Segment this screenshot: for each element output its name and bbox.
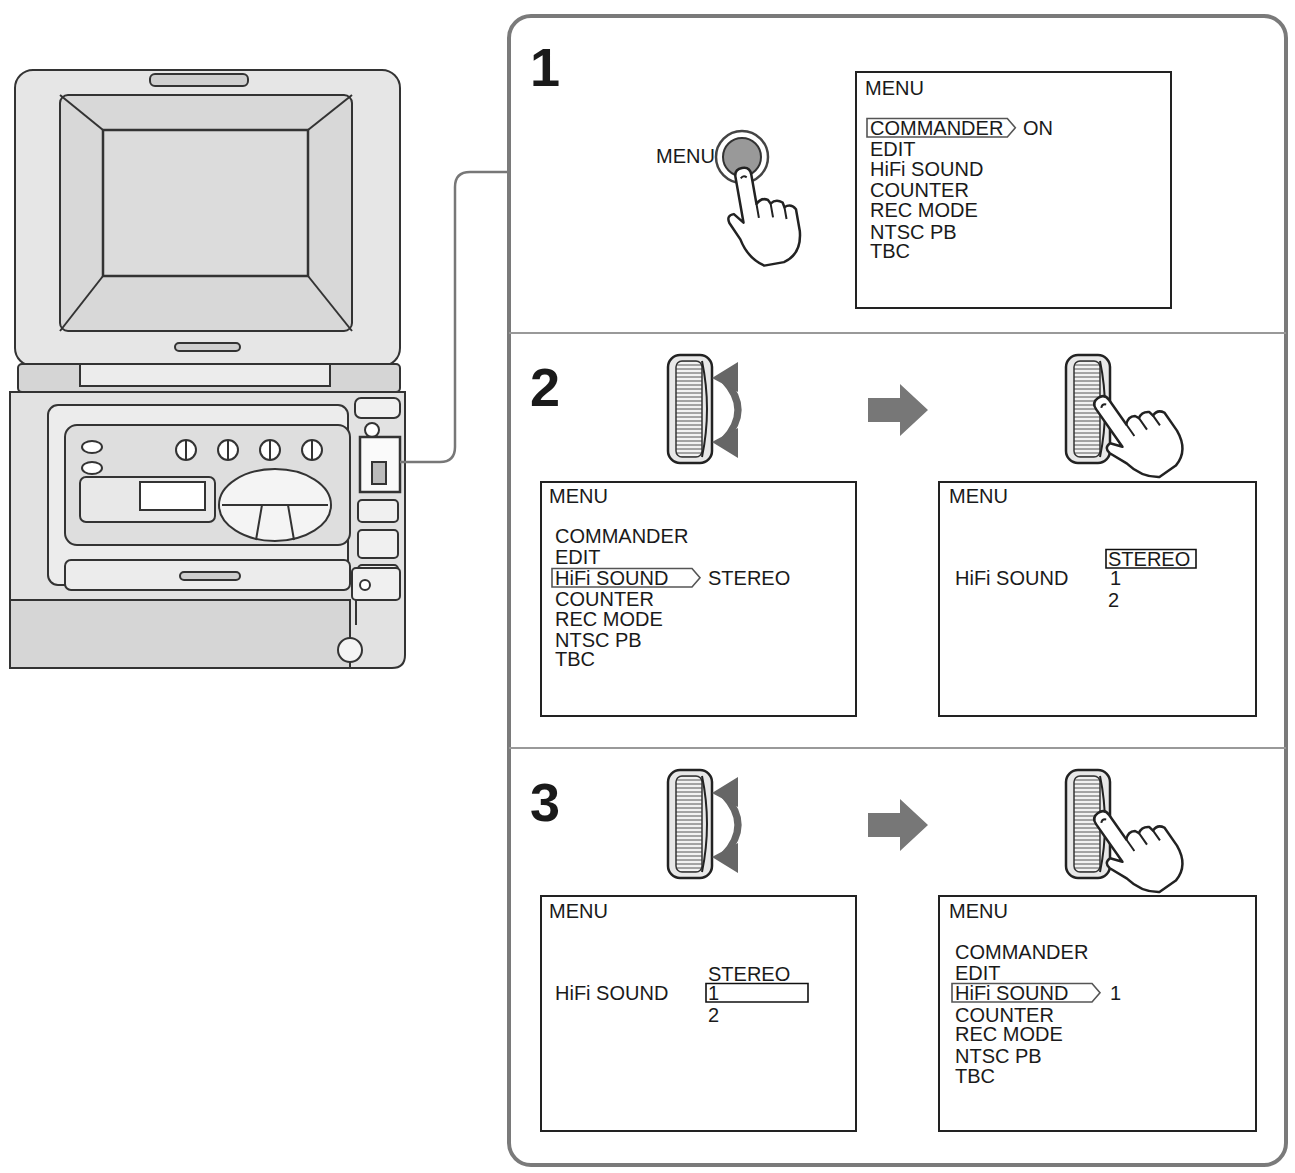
step-divider [509, 332, 1286, 334]
menu-item: HiFi SOUND [955, 983, 1068, 1003]
menu-item: EDIT [555, 547, 601, 567]
menu-item: MENU [549, 901, 608, 921]
menu-item: NTSC PB [870, 222, 957, 242]
menu-item: 2 [708, 1005, 719, 1025]
menu-item: HiFi SOUND [955, 568, 1068, 588]
menu-item: COUNTER [870, 180, 969, 200]
menu-item: COMMANDER [955, 942, 1088, 962]
cursor-box [706, 984, 808, 1003]
menu-item: 1 [708, 983, 719, 1003]
step-divider [509, 747, 1286, 749]
menu-screen: MENU HiFi SOUND STEREO12 [540, 895, 857, 1132]
step-band: 1MENU COMMANDER ON EDITHiFi SOUNDCOUNTERREC… [507, 14, 1288, 333]
menu-item: MENU [949, 901, 1008, 921]
menu-button [716, 131, 805, 270]
menu-item: 1 [1110, 983, 1121, 1003]
cursor-highlight [940, 483, 1259, 719]
menu-item: REC MODE [955, 1024, 1063, 1044]
cursor-box [1106, 550, 1196, 569]
menu-item: MENU [949, 486, 1008, 506]
menu-item: MENU [865, 78, 924, 98]
menu-item: NTSC PB [955, 1046, 1042, 1066]
menu-item: TBC [955, 1066, 995, 1086]
video-deck [10, 70, 405, 668]
menu-item: HiFi SOUND [555, 983, 668, 1003]
menu-item: 1 [1110, 568, 1121, 588]
menu-item: EDIT [870, 139, 916, 159]
menu-item: COUNTER [555, 589, 654, 609]
menu-item: REC MODE [555, 609, 663, 629]
menu-screen: MENU COMMANDER ON EDITHiFi SOUNDCOUNTERREC … [855, 71, 1172, 309]
menu-item: COMMANDER [870, 118, 1003, 138]
menu-item: REC MODE [870, 200, 978, 220]
step-number: 3 [530, 775, 560, 829]
menu-screen: MENU COMMANDEREDITHiFi SOUND 1COUNTERREC M… [938, 895, 1257, 1132]
menu-item: STEREO [708, 568, 790, 588]
cursor-arrow [952, 984, 1100, 1003]
menu-item: HiFi SOUND [870, 159, 983, 179]
menu-item: NTSC PB [555, 630, 642, 650]
cursor-arrow [552, 569, 700, 588]
step-number: 2 [530, 360, 560, 414]
menu-item: 2 [1108, 590, 1119, 610]
menu-screen: MENU HiFi SOUND STEREO12 [938, 481, 1257, 717]
menu-item: HiFi SOUND [555, 568, 668, 588]
menu-item: STEREO [708, 964, 790, 984]
menu-item: COUNTER [955, 1005, 1054, 1025]
step-band: 2MENUCOMMANDEREDITHiFi SOUNDSTEREOCOUNTE… [507, 333, 1288, 748]
cursor-arrow [867, 119, 1015, 138]
menu-item: COMMANDER [555, 526, 688, 546]
menu-item: STEREO [1108, 549, 1190, 569]
menu-item: ON [1023, 118, 1053, 138]
menu-item: TBC [555, 649, 595, 669]
step-number: 1 [530, 40, 560, 94]
menu-item: MENU [549, 486, 608, 506]
leader-line [400, 172, 509, 462]
cursor-highlight [542, 897, 859, 1134]
button-label: MENU [656, 146, 715, 166]
menu-item: EDIT [955, 963, 1001, 983]
step-panel [509, 16, 1286, 1165]
menu-item: TBC [870, 241, 910, 261]
step-band: 3MENUHiFi SOUNDSTEREO12MENUCOMMANDEREDIT… [507, 748, 1288, 1166]
menu-screen: MENU COMMANDEREDITHiFi SOUND STEREO COUNTER… [540, 481, 857, 717]
